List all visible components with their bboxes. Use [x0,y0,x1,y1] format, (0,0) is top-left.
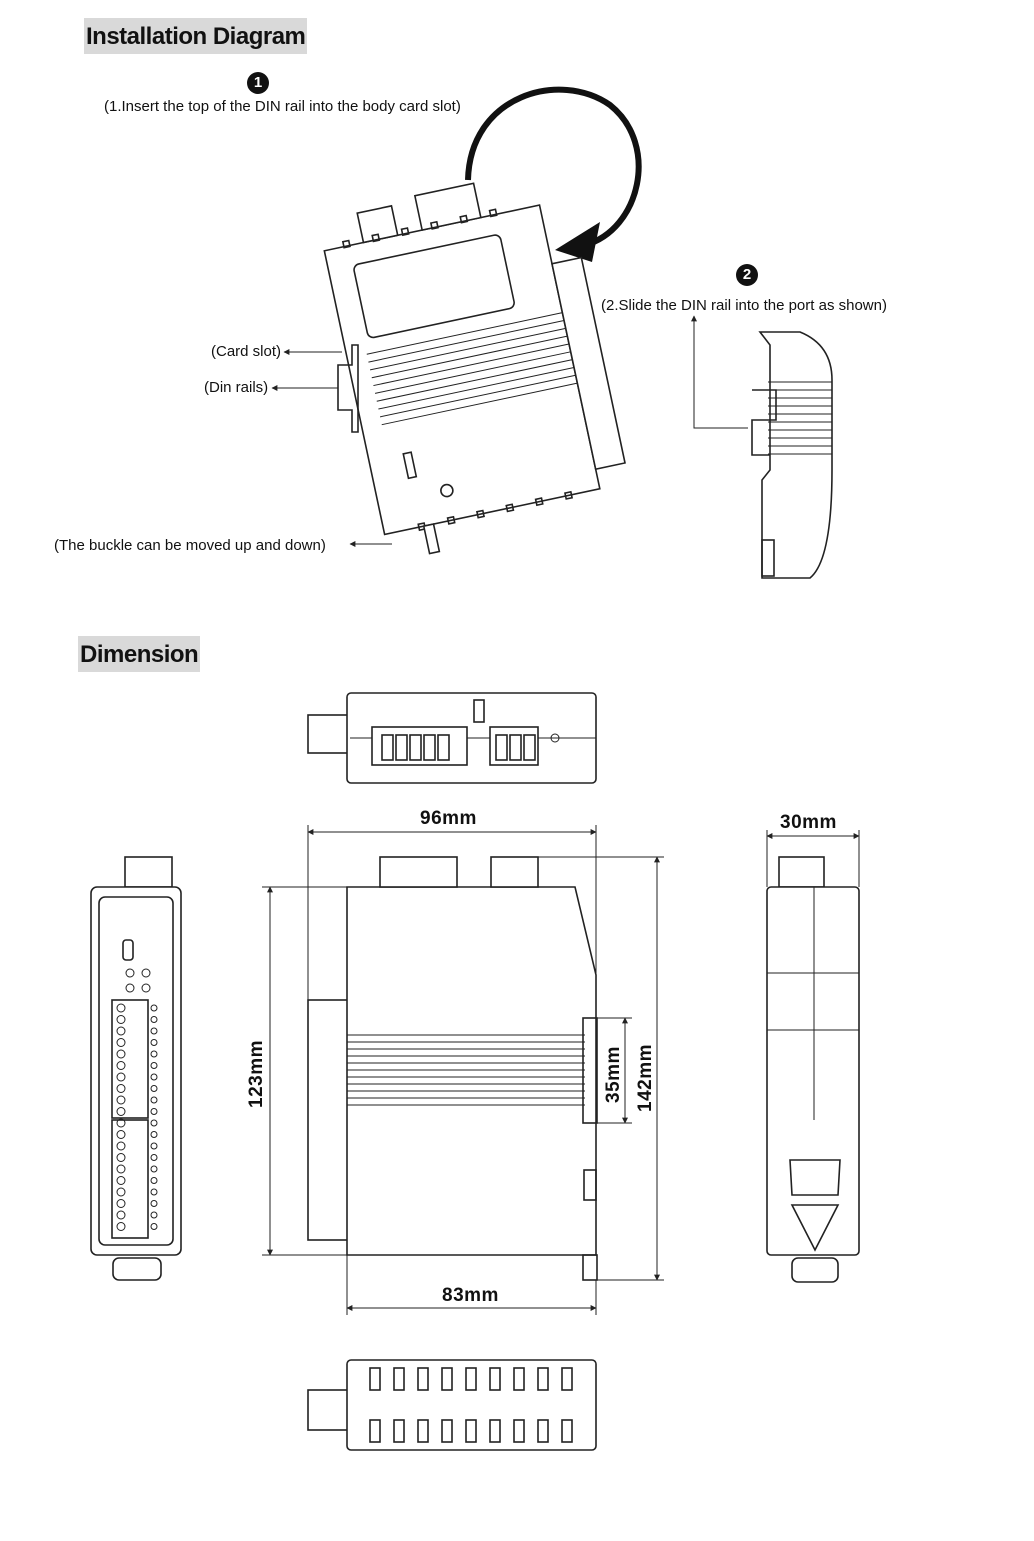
right-view-drawing [766,856,860,1283]
dimension-lines [262,825,860,1315]
bottom-view-drawing [307,1359,597,1451]
height-body-label: 123mm [246,1040,267,1108]
step1-badge-icon: 1 [247,72,269,94]
step2-text: (2.Slide the DIN rail into the port as s… [601,297,887,314]
installation-diagram-title: Installation Diagram [84,18,308,54]
rail-height-label: 35mm [603,1046,624,1103]
rotation-arrow-icon [465,86,642,262]
top-view-drawing [307,692,597,784]
step1-text: (1.Insert the top of the DIN rail into t… [104,98,461,115]
din-rails-label: (Din rails) [204,379,269,396]
width-total-label: 96mm [420,808,477,829]
buckle-label: (The buckle can be moved up and down) [54,537,326,554]
front-view-drawing [90,856,182,1281]
depth-label: 30mm [780,812,837,833]
main-view-drawing [307,856,598,1281]
card-slot-label: (Card slot) [211,343,282,360]
tilted-device-drawing [323,182,626,555]
height-total-label: 142mm [635,1044,656,1112]
width-base-label: 83mm [442,1285,499,1306]
dimension-title: Dimension [78,636,201,672]
side-view-drawing [751,331,833,579]
step2-badge-icon: 2 [736,264,758,286]
